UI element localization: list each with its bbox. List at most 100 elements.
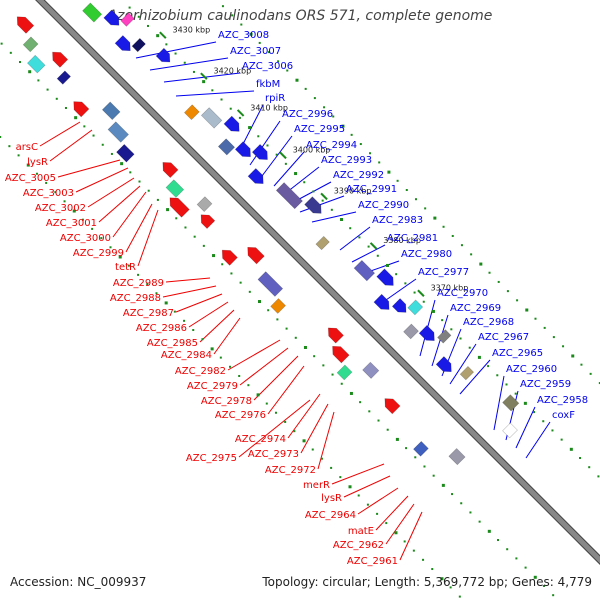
- guide-dot: [479, 262, 483, 266]
- guide-dot: [396, 179, 399, 182]
- leader-line: [175, 293, 223, 313]
- reverse-gene-label: AZC_2962: [333, 540, 384, 551]
- guide-dot: [265, 402, 268, 405]
- guide-dot: [35, 172, 38, 175]
- tick-label: 3390 kbp: [334, 187, 372, 196]
- guide-dot: [313, 97, 316, 100]
- guide-dot: [229, 107, 232, 110]
- forward-gene-16: [247, 168, 264, 184]
- guide-dot: [366, 503, 369, 506]
- guide-dot: [285, 327, 288, 330]
- tick-label: 3420 kbp: [214, 67, 252, 76]
- forward-gene-label: AZC_2960: [506, 364, 557, 375]
- guide-dot: [64, 106, 67, 109]
- reverse-gene-label: matE: [348, 526, 374, 537]
- forward-gene-14: [234, 141, 251, 158]
- forward-gene-label: AZC_2992: [333, 170, 384, 181]
- leader-line: [162, 285, 217, 298]
- guide-dot: [303, 345, 307, 349]
- leader-line: [385, 503, 415, 545]
- guide-dot: [506, 290, 509, 293]
- forward-gene-label: AZC_2968: [463, 317, 514, 328]
- reverse-gene-17: [257, 271, 284, 297]
- tick-label: 3380 kbp: [383, 236, 421, 245]
- guide-dot: [478, 520, 481, 523]
- forward-gene-label: AZC_2980: [401, 249, 452, 260]
- forward-gene-26: [418, 324, 435, 341]
- leader-line: [135, 41, 217, 59]
- forward-gene-label: AZC_2993: [321, 155, 372, 166]
- leader-line: [49, 129, 93, 162]
- forward-gene-17: [275, 182, 303, 210]
- reverse-gene-9: [116, 143, 135, 163]
- guide-dot: [275, 153, 278, 156]
- leader-line: [199, 309, 235, 343]
- guide-dot: [83, 125, 86, 128]
- reverse-gene-12: [169, 197, 190, 218]
- forward-gene-31: [502, 422, 518, 439]
- guide-dot: [422, 300, 425, 303]
- leader-line: [515, 406, 536, 449]
- guide-dot: [458, 595, 461, 598]
- reverse-gene-label: lysR: [321, 493, 342, 504]
- guide-dot: [100, 237, 103, 240]
- leader-line: [267, 365, 305, 415]
- guide-dot: [579, 457, 582, 460]
- forward-gene-9: [155, 47, 171, 63]
- guide-dot: [120, 162, 124, 166]
- forward-gene-5: [103, 9, 120, 26]
- forward-gene-19: [315, 235, 330, 251]
- leader-line: [249, 120, 281, 166]
- leader-line: [188, 301, 229, 328]
- guide-dot: [313, 355, 316, 358]
- guide-dot: [369, 152, 372, 155]
- guide-dot: [533, 411, 536, 414]
- guide-dot: [166, 208, 170, 212]
- tick-label: 3430 kbp: [172, 25, 210, 34]
- guide-dot: [340, 382, 343, 385]
- guide-dot: [304, 87, 307, 90]
- guide-dot: [72, 209, 76, 213]
- guide-dot: [175, 217, 178, 220]
- forward-gene-7: [114, 35, 131, 52]
- guide-dot: [424, 207, 427, 210]
- leader-line: [343, 475, 391, 498]
- guide-dot: [395, 273, 398, 276]
- guide-dot: [441, 319, 444, 322]
- guide-dot: [109, 246, 112, 249]
- reverse-gene-13: [196, 196, 213, 213]
- reverse-gene-7: [101, 101, 121, 121]
- reverse-gene-label: AZC_2989: [113, 278, 164, 289]
- forward-gene-label: AZC_3006: [242, 61, 293, 72]
- forward-gene-label: AZC_3007: [230, 46, 281, 57]
- reverse-gene-6: [73, 101, 90, 118]
- guide-dot: [19, 61, 21, 64]
- guide-dot: [295, 78, 299, 82]
- guide-dot: [339, 476, 342, 479]
- guide-dot: [376, 254, 379, 257]
- guide-dot: [357, 494, 360, 497]
- reverse-gene-label: AZC_2984: [161, 350, 212, 361]
- guide-dot: [470, 253, 473, 256]
- guide-dot: [414, 198, 417, 201]
- forward-gene-25: [403, 323, 419, 340]
- guide-dot: [487, 365, 490, 368]
- leader-line: [253, 355, 299, 401]
- reverse-gene-16: [247, 246, 265, 265]
- guide-dot: [571, 354, 575, 358]
- tick-label: 3400 kbp: [293, 146, 331, 155]
- guide-dot: [110, 152, 113, 155]
- forward-gene-label: AZC_2969: [450, 303, 501, 314]
- reverse-gene-label: AZC_2985: [147, 338, 198, 349]
- guide-dot: [146, 283, 149, 286]
- reverse-gene-label: AZC_2973: [248, 449, 299, 460]
- forward-gene-label: AZC_2995: [294, 124, 345, 135]
- guide-dot: [459, 337, 462, 340]
- guide-dot: [551, 429, 554, 432]
- leader-line: [339, 226, 371, 251]
- reverse-gene-label: AZC_2964: [305, 510, 356, 521]
- forward-gene-27: [437, 329, 452, 344]
- leader-line: [331, 463, 385, 485]
- leader-line: [459, 359, 491, 395]
- guide-dot: [212, 254, 216, 258]
